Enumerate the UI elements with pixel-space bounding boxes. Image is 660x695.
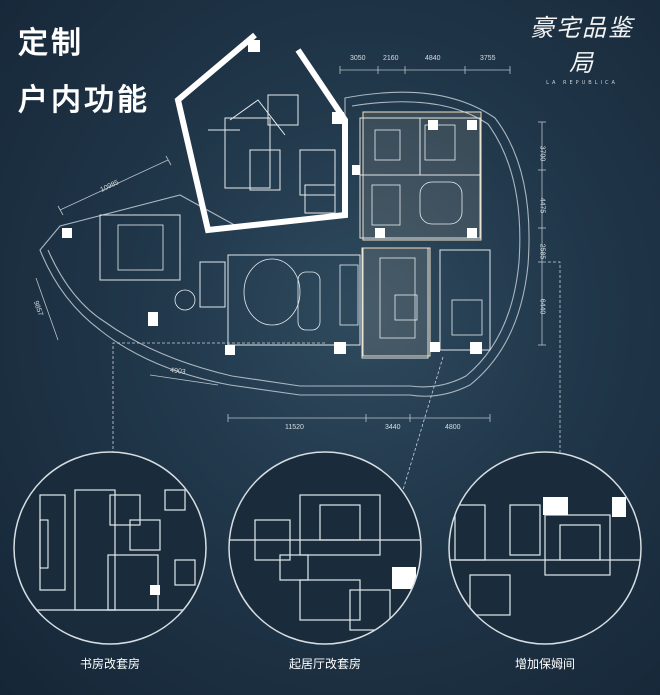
brand-logo: 豪宅品鉴局 LA REPUBLICA [522,8,642,86]
detail-circle-1 [14,452,206,644]
dim-bottom-2: 3440 [385,424,401,431]
dim-right-2: 4475 [538,197,546,214]
core-walls [174,32,348,234]
title-line-2: 户内功能 [18,83,150,118]
detail-circle-3 [449,452,641,644]
dim-bottom-3: 4800 [445,424,461,431]
detail-circle-1-ring [13,451,207,645]
dim-bottom-1: 11520 [285,424,304,431]
core-interior [208,94,336,214]
dim-right-4: 6440 [538,298,546,315]
connector-lines [112,261,561,501]
detail-circle-3-ring [448,451,642,645]
dim-right-1: 3700 [538,145,546,162]
furniture [117,124,483,339]
dim-top-3: 4840 [425,55,441,62]
caption-study-to-suite: 书房改套房 [79,657,140,671]
dim-top-2: 2160 [383,55,399,62]
dim-top-1: 3050 [350,55,366,62]
dimension-lines [35,66,546,422]
caption-add-nanny-room: 增加保姆间 [514,657,575,671]
brand-name: 豪宅品鉴局 [530,14,634,77]
detail-circle-2 [229,452,421,644]
title-line-1: 定制 [18,26,84,61]
columns [62,40,482,355]
detail-circle-2-ring [228,451,422,645]
building-outline [39,91,530,397]
dim-top-4: 3755 [480,55,496,62]
caption-living-to-suite: 起居厅改套房 [288,657,361,671]
dim-right-3: 2585 [538,243,546,260]
brand-subtitle: LA REPUBLICA [546,80,618,86]
